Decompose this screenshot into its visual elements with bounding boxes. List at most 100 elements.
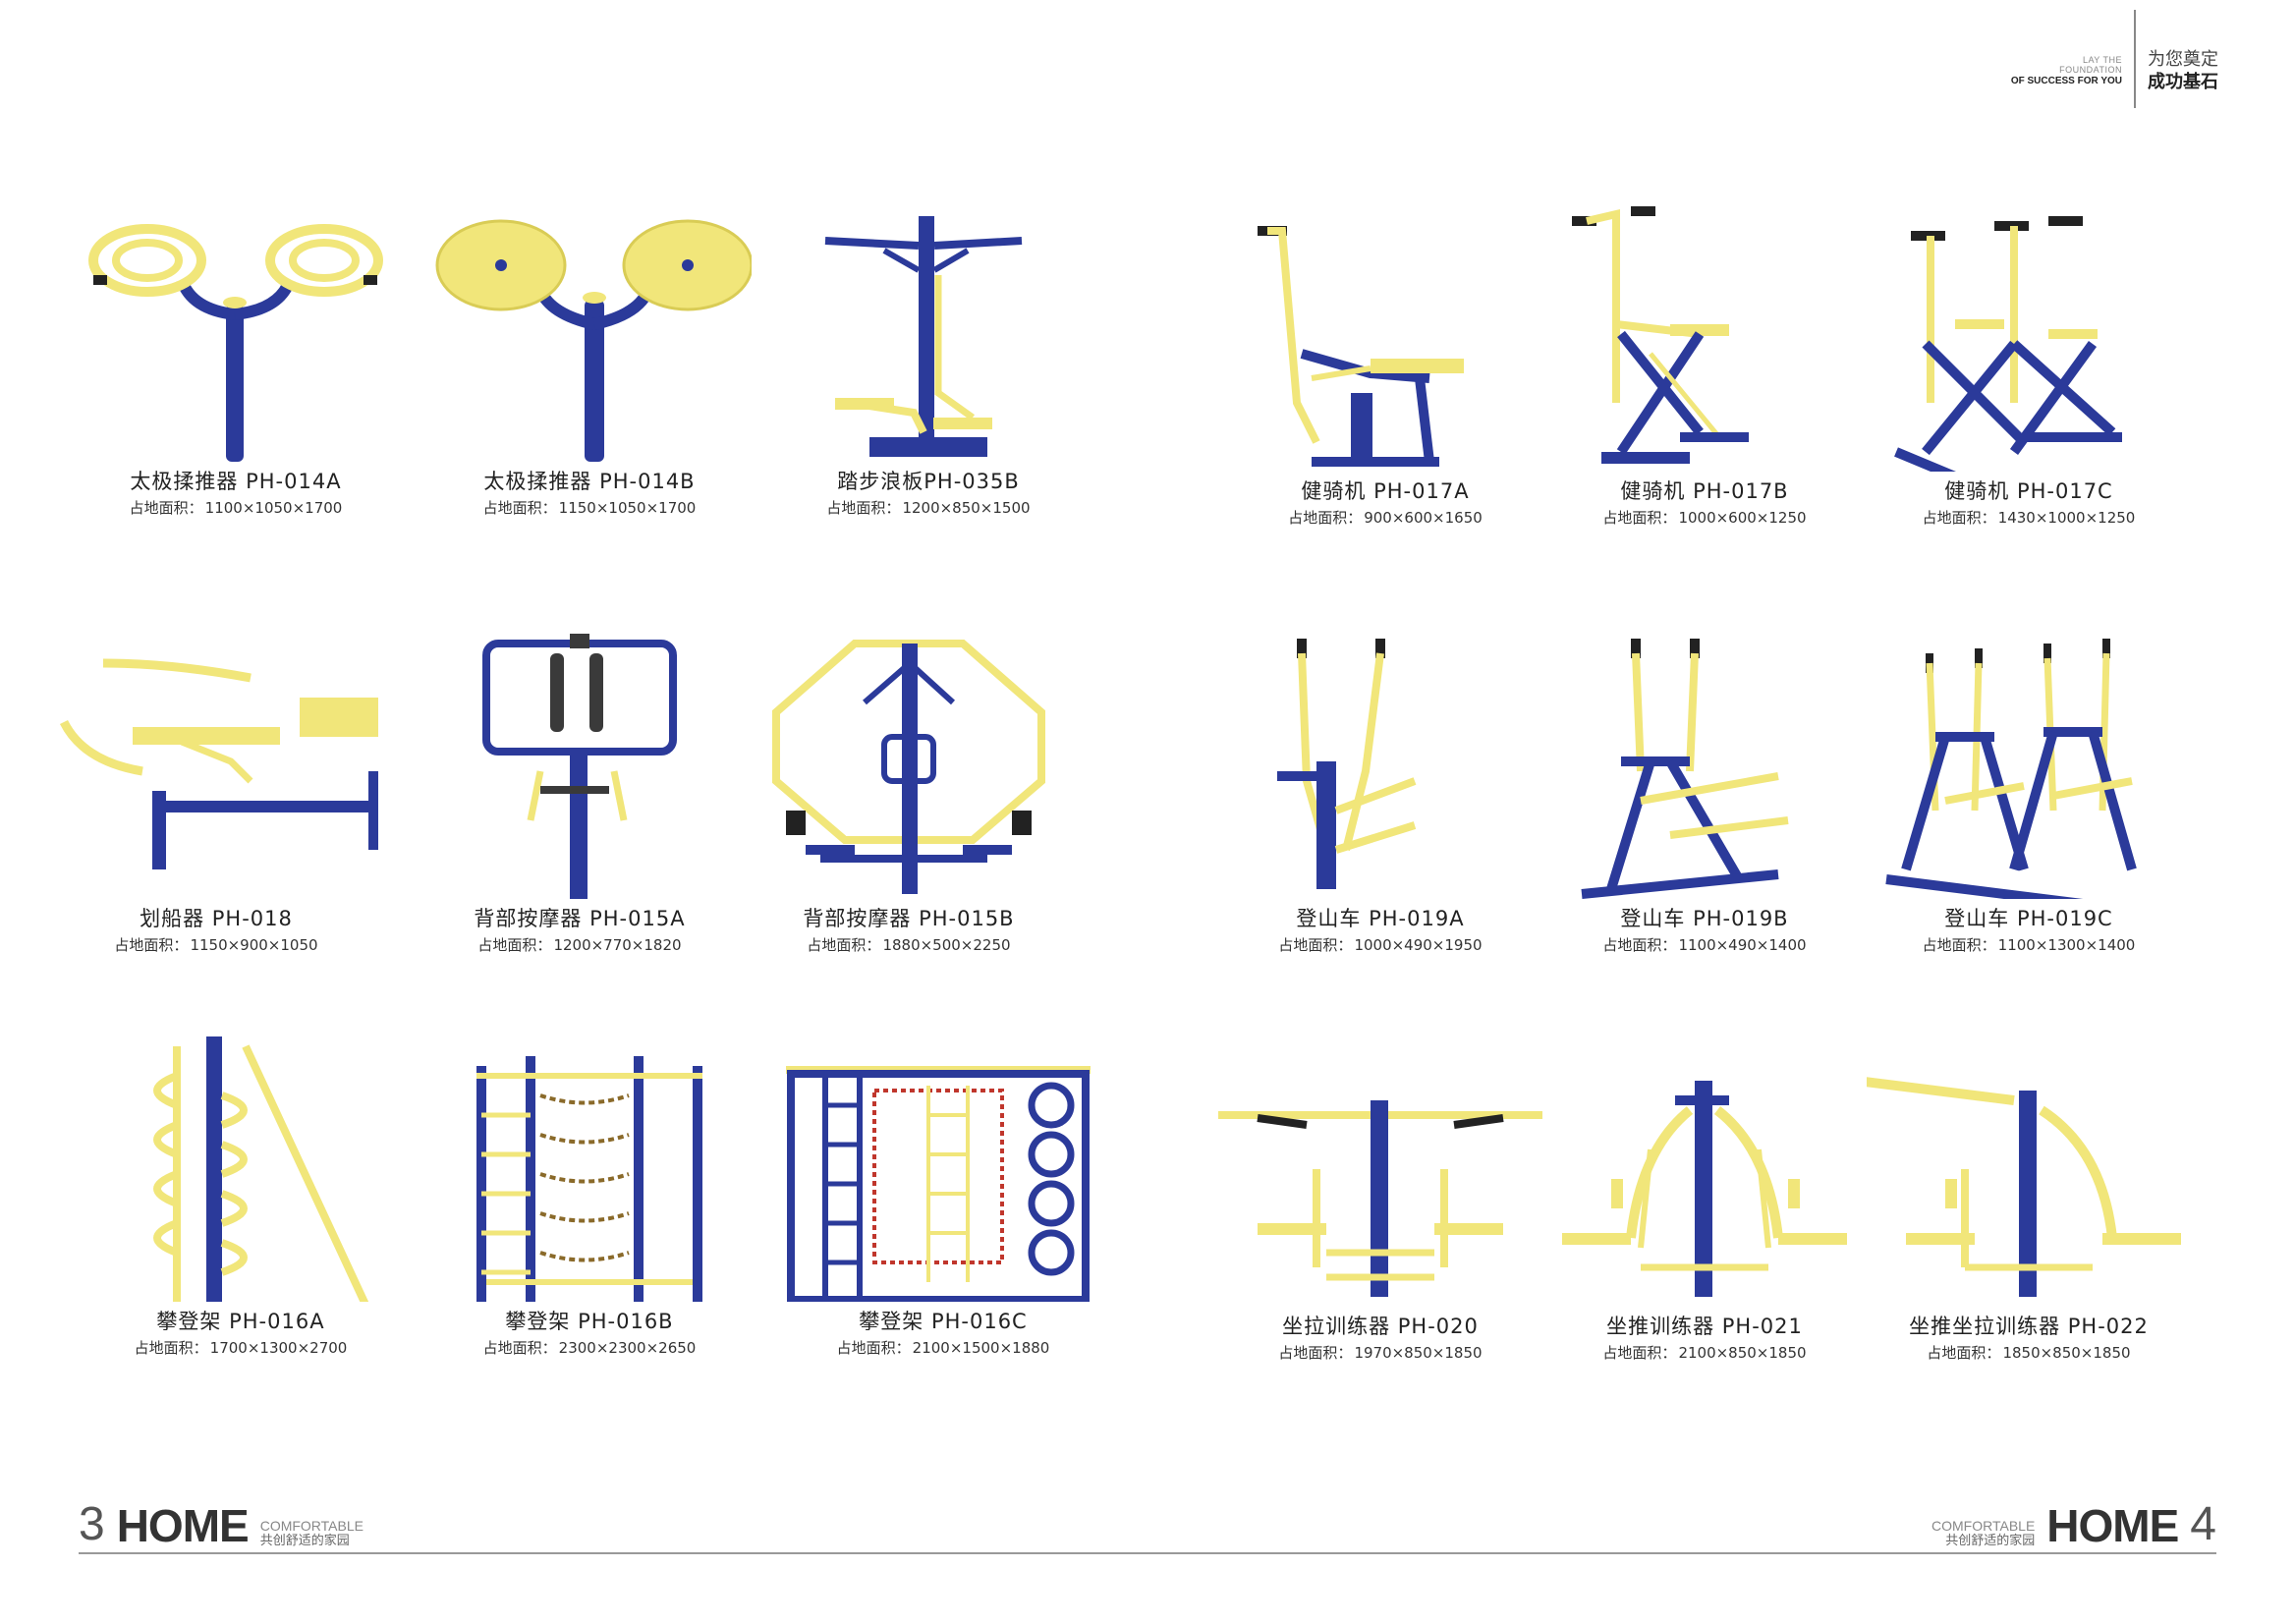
area-value: 1150×900×1050: [190, 936, 318, 954]
product-name: 太极揉推器 PH-014B: [483, 470, 696, 493]
product-name: 攀登架 PH-016B: [505, 1310, 674, 1333]
product-area: 占地面积：1150×900×1050: [54, 934, 378, 955]
product-name: 划船器 PH-018: [140, 907, 293, 930]
area-value: 1880×500×2250: [882, 936, 1011, 954]
product-name: 登山车 PH-019A: [1296, 907, 1465, 930]
product-name: 登山车 PH-019B: [1620, 907, 1789, 930]
footer-left: 3 HOME COMFORTABLE 共创舒适的家园: [79, 1498, 364, 1550]
area-value: 2100×1500×1880: [912, 1339, 1050, 1357]
product-area: 占地面积：2100×850×1850: [1542, 1342, 1867, 1363]
area-value: 1200×770×1820: [553, 936, 682, 954]
area-label: 占地面积：: [826, 499, 901, 517]
page-number-right: 4: [2190, 1498, 2216, 1550]
product-area: 占地面积：1880×500×2250: [747, 934, 1071, 955]
area-label: 占地面积：: [1602, 509, 1677, 527]
product-area: 占地面积：900×600×1650: [1223, 507, 1547, 528]
product-area: 占地面积：1100×1050×1700: [74, 497, 398, 518]
area-value: 900×600×1650: [1364, 509, 1483, 527]
brand-en-line1: LAY THE: [2082, 54, 2122, 65]
product-area: 占地面积：1000×490×1950: [1218, 934, 1542, 955]
brand-cn-line2: 成功基石: [2148, 72, 2218, 92]
area-label: 占地面积：: [1922, 936, 1996, 954]
product-area: 占地面积：1200×770×1820: [418, 934, 742, 955]
product-card: 坐拉训练器 PH-020 占地面积：1970×850×1850: [1218, 1041, 1542, 1363]
product-card: 健骑机 PH-017B 占地面积：1000×600×1250: [1542, 206, 1867, 528]
area-label: 占地面积：: [1602, 936, 1677, 954]
product-card: 攀登架 PH-016A 占地面积：1700×1300×2700: [79, 1036, 403, 1358]
area-value: 1850×850×1850: [2002, 1344, 2131, 1362]
product-image-back-massager-b: [772, 640, 1045, 894]
product-image-rider-b: [1572, 206, 1749, 464]
product-area: 占地面积：1200×850×1500: [766, 497, 1091, 518]
product-card: 攀登架 PH-016B 占地面积：2300×2300×2650: [427, 1036, 752, 1358]
product-image-taiji-pusher-a: [88, 224, 383, 462]
area-value: 1970×850×1850: [1354, 1344, 1483, 1362]
area-value: 1100×1300×1400: [1997, 936, 2136, 954]
area-value: 1430×1000×1250: [1997, 509, 2136, 527]
brand-cn-line1: 为您奠定: [2148, 48, 2218, 70]
product-name: 背部按摩器 PH-015B: [803, 907, 1015, 930]
product-card: 登山车 PH-019A 占地面积：1000×490×1950: [1218, 634, 1542, 955]
footer-sub-left: COMFORTABLE 共创舒适的家园: [259, 1518, 364, 1548]
brand-chinese: 为您奠定 成功基石: [2148, 48, 2218, 94]
product-area: 占地面积：1150×1050×1700: [427, 497, 752, 518]
product-name: 攀登架 PH-016C: [859, 1310, 1028, 1333]
area-value: 1000×490×1950: [1354, 936, 1483, 954]
area-label: 占地面积：: [1278, 936, 1353, 954]
brand-divider: [2134, 10, 2136, 108]
product-area: 占地面积：2100×1500×1880: [781, 1337, 1105, 1358]
product-image-taiji-pusher-b: [435, 219, 752, 462]
area-value: 1700×1300×2700: [209, 1339, 348, 1357]
footer-sub-right: COMFORTABLE 共创舒适的家园: [1931, 1518, 2036, 1548]
product-card: 背部按摩器 PH-015B 占地面积：1880×500×2250: [747, 634, 1071, 955]
area-label: 占地面积：: [482, 499, 557, 517]
product-card: 坐推坐拉训练器 PH-022 占地面积：1850×850×1850: [1867, 1041, 2191, 1363]
area-label: 占地面积：: [1922, 509, 1996, 527]
product-image-seated-push-pull: [1867, 1077, 2181, 1297]
product-area: 占地面积：1100×490×1400: [1542, 934, 1867, 955]
footer-right: COMFORTABLE 共创舒适的家园 HOME 4: [1931, 1498, 2216, 1550]
product-name: 坐推坐拉训练器 PH-022: [1909, 1315, 2149, 1338]
product-card: 踏步浪板PH-035B 占地面积：1200×850×1500: [766, 196, 1091, 518]
product-image-rider-a: [1258, 226, 1464, 467]
area-value: 1100×490×1400: [1678, 936, 1807, 954]
product-card: 登山车 PH-019B 占地面积：1100×490×1400: [1542, 634, 1867, 955]
product-card: 攀登架 PH-016C 占地面积：2100×1500×1880: [781, 1036, 1105, 1358]
product-image-climber-c: [1885, 639, 2137, 899]
brand-header: LAY THE FOUNDATION OF SUCCESS FOR YOU 为您…: [2011, 10, 2218, 108]
product-card: 太极揉推器 PH-014A 占地面积：1100×1050×1700: [74, 196, 398, 518]
area-label: 占地面积：: [477, 936, 552, 954]
footer-tagline-right: 共创舒适的家园: [1945, 1533, 2036, 1548]
product-image-back-massager-a: [482, 634, 677, 899]
product-image-climber-a: [1277, 639, 1417, 889]
area-label: 占地面积：: [1278, 1344, 1353, 1362]
product-card: 健骑机 PH-017A 占地面积：900×600×1650: [1223, 206, 1547, 528]
brand-en-line3: OF SUCCESS FOR YOU: [2010, 75, 2122, 86]
footer-comfortable-left: COMFORTABLE: [259, 1518, 364, 1535]
product-image-stepper: [824, 216, 1023, 457]
area-label: 占地面积：: [807, 936, 881, 954]
product-area: 占地面积：1970×850×1850: [1218, 1342, 1542, 1363]
product-name: 背部按摩器 PH-015A: [474, 907, 686, 930]
product-name: 登山车 PH-019C: [1944, 907, 2113, 930]
area-label: 占地面积：: [1602, 1344, 1677, 1362]
product-name: 攀登架 PH-016A: [156, 1310, 325, 1333]
product-name: 坐推训练器 PH-021: [1606, 1315, 1803, 1338]
product-image-seated-pusher: [1562, 1081, 1847, 1297]
product-card: 健骑机 PH-017C 占地面积：1430×1000×1250: [1867, 206, 2191, 528]
product-area: 占地面积：1430×1000×1250: [1867, 507, 2191, 528]
page-number-left: 3: [79, 1498, 105, 1550]
brand-english: LAY THE FOUNDATION OF SUCCESS FOR YOU: [2011, 55, 2122, 86]
area-label: 占地面积：: [1288, 509, 1363, 527]
product-area: 占地面积：1100×1300×1400: [1867, 934, 2191, 955]
product-name: 健骑机 PH-017C: [1944, 479, 2113, 503]
area-value: 1000×600×1250: [1678, 509, 1807, 527]
product-area: 占地面积：1850×850×1850: [1867, 1342, 2191, 1363]
area-value: 1150×1050×1700: [558, 499, 697, 517]
product-name: 太极揉推器 PH-014A: [130, 470, 342, 493]
product-area: 占地面积：2300×2300×2650: [427, 1337, 752, 1358]
product-card: 坐推训练器 PH-021 占地面积：2100×850×1850: [1542, 1041, 1867, 1363]
footer-divider: [79, 1552, 2216, 1554]
product-card: 登山车 PH-019C 占地面积：1100×1300×1400: [1867, 634, 2191, 955]
